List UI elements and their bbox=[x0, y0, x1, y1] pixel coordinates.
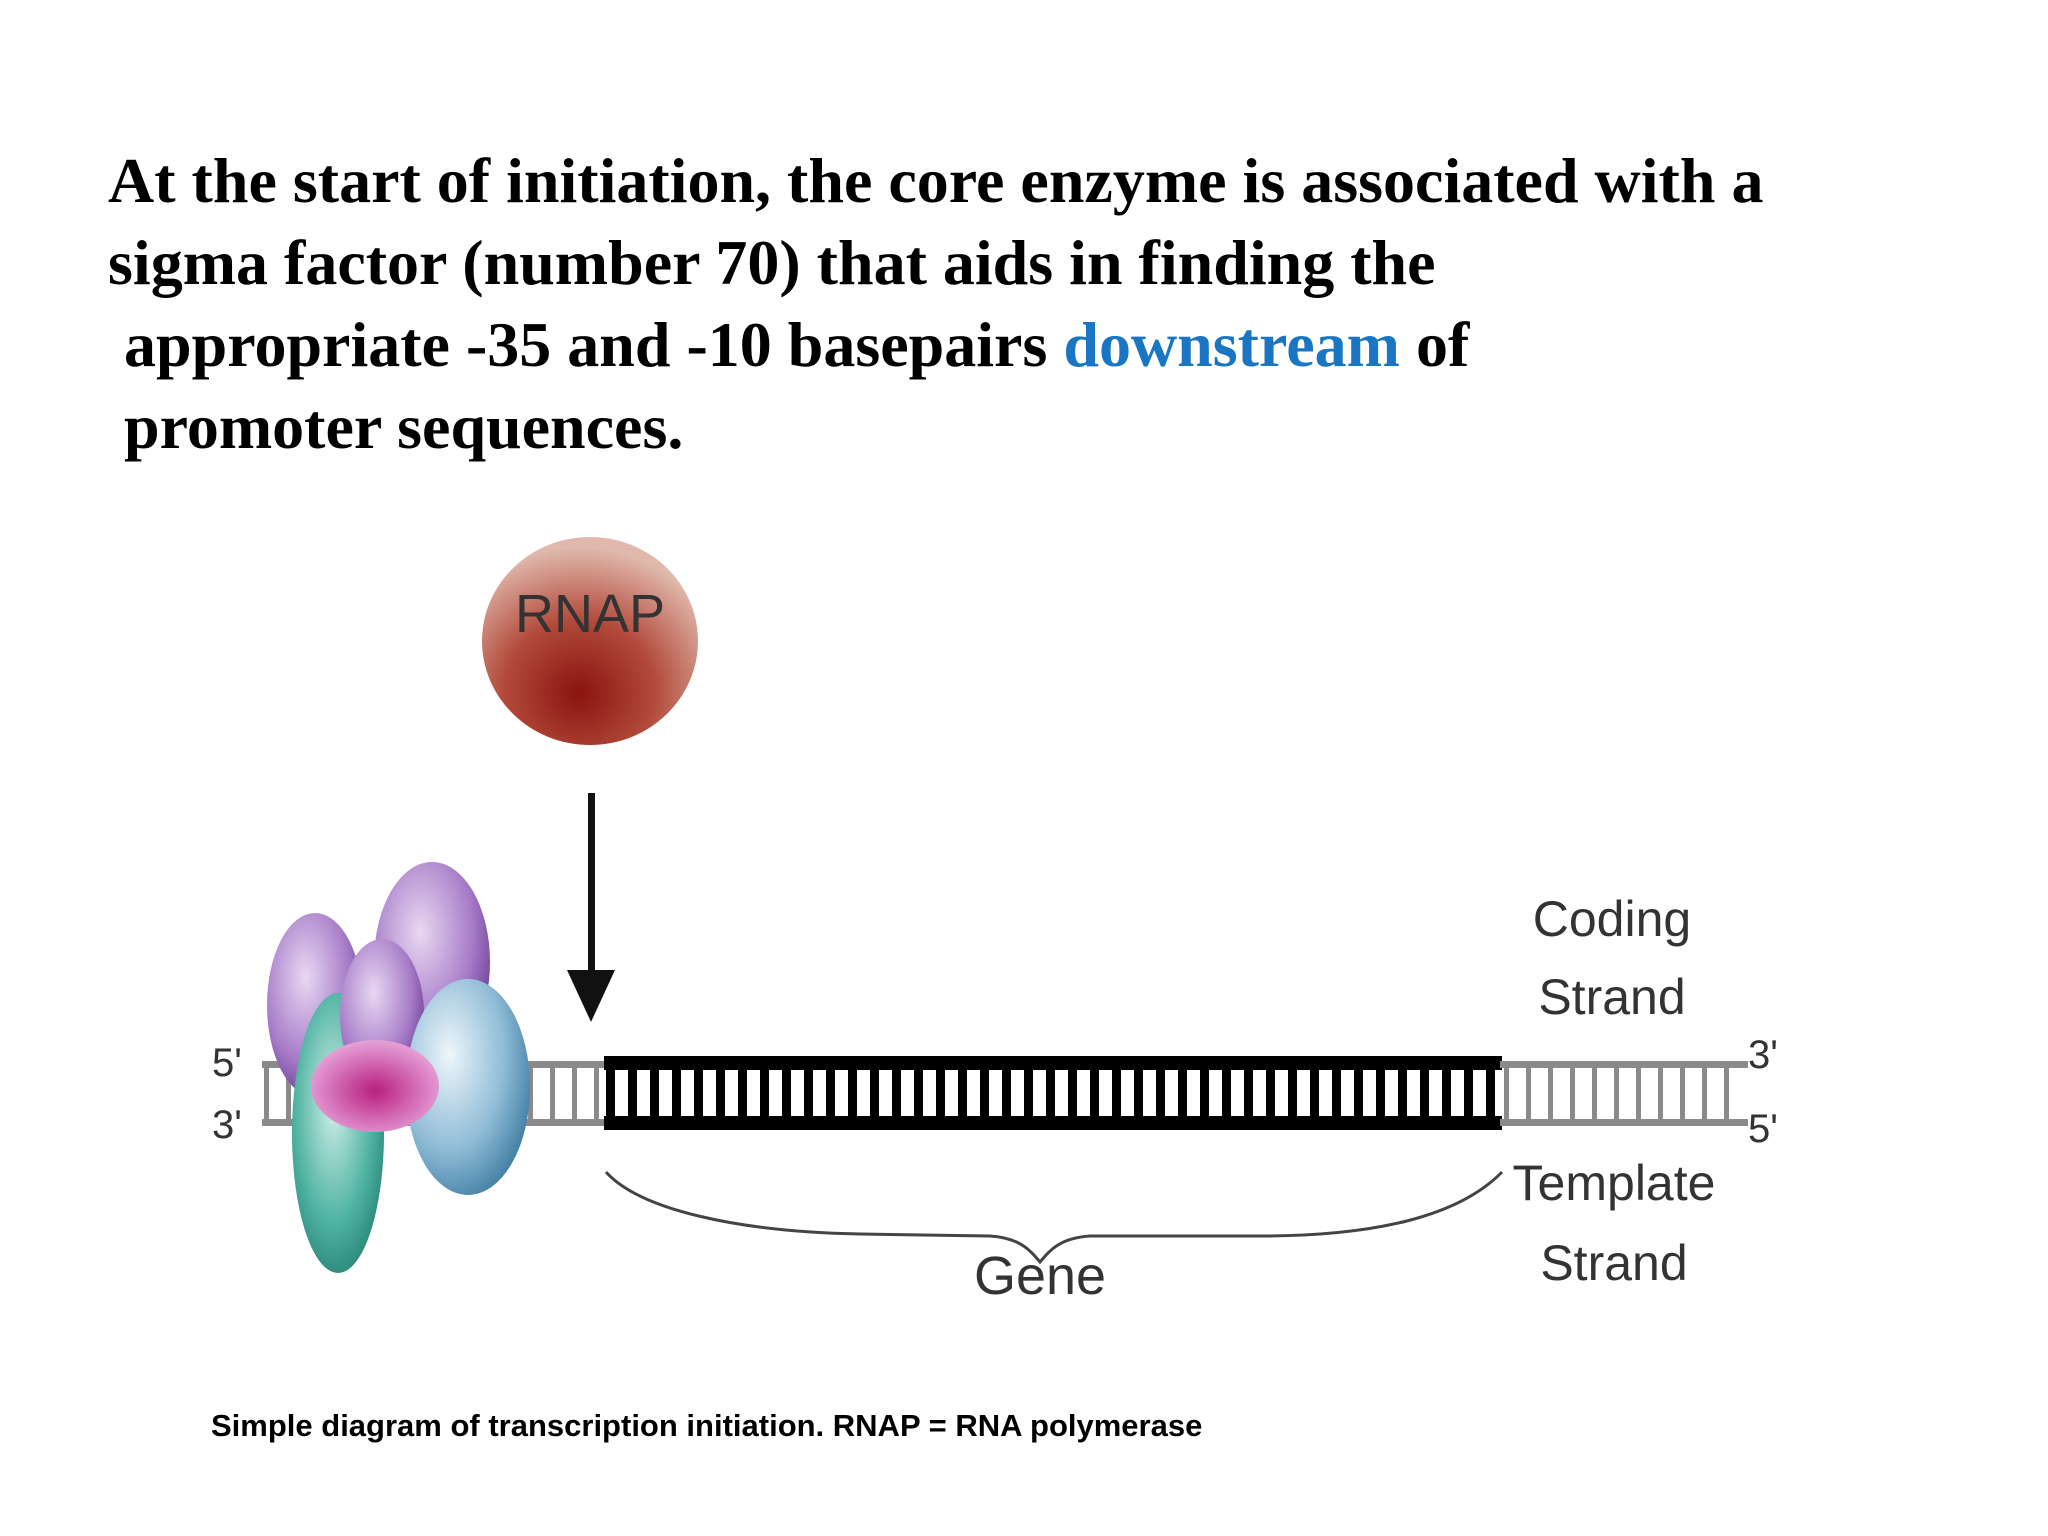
dna-rung-gene bbox=[1332, 1070, 1341, 1116]
dna-rung-flank bbox=[1614, 1068, 1619, 1119]
dna-rung-flank bbox=[1680, 1068, 1685, 1119]
right-bottom-5prime: 5' bbox=[1748, 1107, 1778, 1151]
dna-rung-gene bbox=[1266, 1070, 1275, 1116]
coding-strand-label-1: Coding bbox=[1533, 891, 1691, 947]
dna-rung-flank bbox=[1636, 1068, 1641, 1119]
dna-rung-flank bbox=[550, 1068, 555, 1119]
dna-rung-flank bbox=[1526, 1068, 1531, 1119]
gene-label: Gene bbox=[974, 1246, 1106, 1306]
figure-caption: Simple diagram of transcription initiati… bbox=[211, 1408, 1203, 1443]
template-strand-label-1: Template bbox=[1513, 1155, 1716, 1211]
heading-line-3: appropriate -35 and -10 basepairs downst… bbox=[108, 304, 1988, 386]
dna-gene-region bbox=[604, 1056, 1502, 1130]
dna-rung-gene bbox=[980, 1070, 989, 1116]
dna-rung-gene bbox=[1024, 1070, 1033, 1116]
dna-rung-gene bbox=[1134, 1070, 1143, 1116]
template-strand-label-2: Strand bbox=[1540, 1235, 1687, 1291]
dna-rung-gene bbox=[958, 1070, 967, 1116]
dna-rung-gene bbox=[1376, 1070, 1385, 1116]
heading-line-3-start: appropriate -35 and -10 basepairs bbox=[124, 309, 1064, 380]
left-bottom-3prime: 3' bbox=[212, 1103, 242, 1147]
dna-rung-gene bbox=[672, 1070, 681, 1116]
dna-rung-flank bbox=[594, 1068, 599, 1119]
left-top-5prime: 5' bbox=[212, 1041, 242, 1085]
dna-rung-gene bbox=[1486, 1070, 1495, 1116]
dna-rung-gene bbox=[628, 1070, 637, 1116]
dna-rung-flank bbox=[1702, 1068, 1707, 1119]
rnap-ball bbox=[482, 537, 698, 745]
dna-rung-gene bbox=[1222, 1070, 1231, 1116]
dna-rung-gene bbox=[1002, 1070, 1011, 1116]
dna-rung-gene bbox=[1068, 1070, 1077, 1116]
dna-rung-flank bbox=[1504, 1068, 1509, 1119]
dna-right-flank bbox=[1500, 1061, 1748, 1126]
dna-rung-flank bbox=[1592, 1068, 1597, 1119]
dna-rung-gene bbox=[694, 1070, 703, 1116]
dna-rung-gene bbox=[1354, 1070, 1363, 1116]
dna-rung-gene bbox=[914, 1070, 923, 1116]
dna-rung-gene bbox=[826, 1070, 835, 1116]
heading-line-3-end: of bbox=[1399, 309, 1470, 380]
dna-rung-gene bbox=[848, 1070, 857, 1116]
heading-line-4: promoter sequences. bbox=[124, 391, 684, 462]
dna-rung-flank bbox=[286, 1068, 291, 1119]
dna-rung-flank bbox=[1724, 1068, 1729, 1119]
dna-rung-gene bbox=[870, 1070, 879, 1116]
dna-rung-gene bbox=[606, 1070, 615, 1116]
rnap-label: RNAP bbox=[515, 584, 665, 644]
dna-rung-gene bbox=[1200, 1070, 1209, 1116]
dna-rung-flank bbox=[1570, 1068, 1575, 1119]
gene-brace bbox=[604, 1170, 1504, 1265]
dna-rung-flank bbox=[1548, 1068, 1553, 1119]
dna-rung-gene bbox=[936, 1070, 945, 1116]
dna-rung-gene bbox=[1288, 1070, 1297, 1116]
dna-rung-gene bbox=[1310, 1070, 1319, 1116]
dna-rung-gene bbox=[1398, 1070, 1407, 1116]
down-arrow-icon bbox=[567, 793, 615, 1022]
dna-rung-gene bbox=[1090, 1070, 1099, 1116]
sigma-core-enzyme-complex bbox=[267, 862, 530, 1273]
dna-rung-flank bbox=[528, 1068, 533, 1119]
dna-rung-gene bbox=[1464, 1070, 1473, 1116]
dna-rung-gene bbox=[804, 1070, 813, 1116]
heading-line-1: At the start of initiation, the core enz… bbox=[108, 145, 1764, 216]
dna-rung-gene bbox=[1244, 1070, 1253, 1116]
dna-rung-gene bbox=[650, 1070, 659, 1116]
dna-rung-flank bbox=[572, 1068, 577, 1119]
dna-rung-flank bbox=[264, 1068, 269, 1119]
dna-rung-flank bbox=[1658, 1068, 1663, 1119]
dna-rung-gene bbox=[760, 1070, 769, 1116]
dna-rung-gene bbox=[892, 1070, 901, 1116]
slide-heading: At the start of initiation, the core enz… bbox=[108, 140, 1988, 468]
dna-rung-gene bbox=[782, 1070, 791, 1116]
dna-rung-gene bbox=[1442, 1070, 1451, 1116]
coding-strand-label-2: Strand bbox=[1538, 969, 1685, 1025]
dna-rung-gene bbox=[716, 1070, 725, 1116]
right-top-3prime: 3' bbox=[1748, 1033, 1778, 1077]
dna-rung-gene bbox=[738, 1070, 747, 1116]
dna-rung-gene bbox=[1112, 1070, 1121, 1116]
dna-rung-gene bbox=[1420, 1070, 1429, 1116]
dna-rung-gene bbox=[1178, 1070, 1187, 1116]
downstream-highlight: downstream bbox=[1063, 309, 1400, 380]
heading-line-2: sigma factor (number 70) that aids in fi… bbox=[108, 227, 1436, 298]
dna-rung-gene bbox=[1046, 1070, 1055, 1116]
dna-rung-gene bbox=[1156, 1070, 1165, 1116]
